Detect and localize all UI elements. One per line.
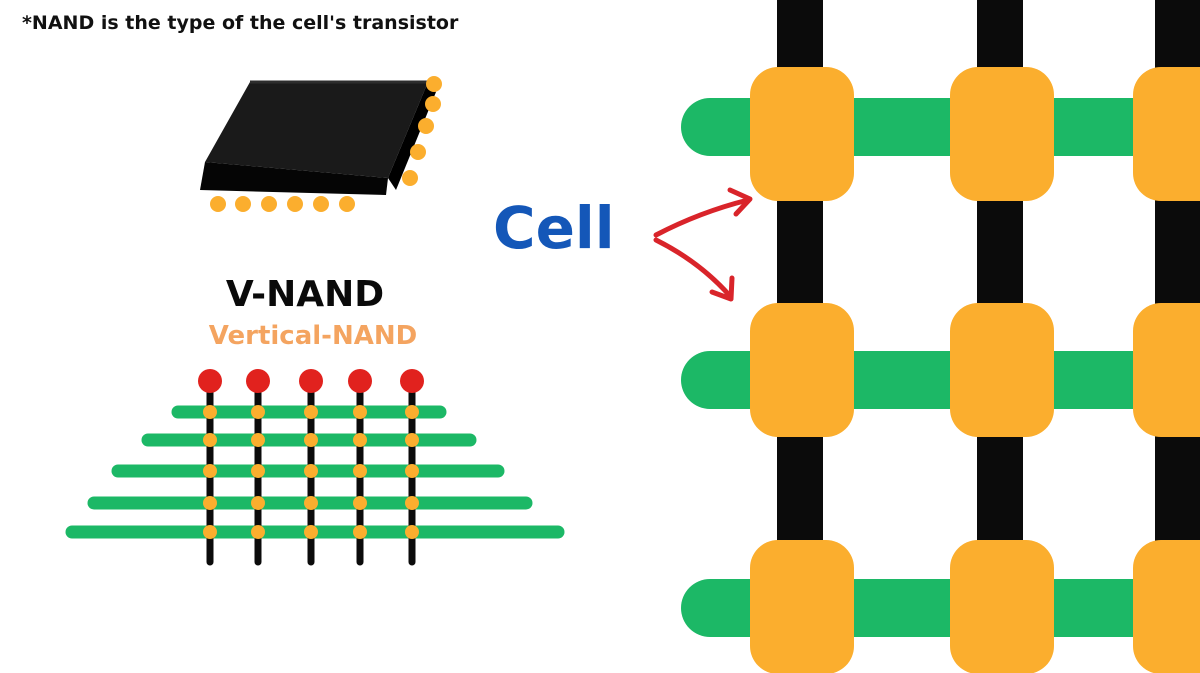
vnand-cell [251, 496, 265, 510]
vnand-contact [348, 369, 372, 393]
chip-pin [425, 96, 441, 112]
chip-pin [339, 196, 355, 212]
vnand-cell [353, 496, 367, 510]
vnand-cell [251, 464, 265, 478]
vnand-cell [203, 525, 217, 539]
vnand-cell [203, 496, 217, 510]
vnand-cell [251, 433, 265, 447]
vnand-cell [304, 433, 318, 447]
vnand-cell [203, 405, 217, 419]
vnand-cell [353, 433, 367, 447]
chip-pins-right [402, 76, 442, 186]
vnand-cell [405, 496, 419, 510]
vnand-cell [405, 525, 419, 539]
vnand-cell [304, 464, 318, 478]
microchip-icon [200, 76, 442, 212]
chip-pin [287, 196, 303, 212]
vnand-contact [246, 369, 270, 393]
vnand-contact [299, 369, 323, 393]
chip-pin [426, 76, 442, 92]
grid-cell [750, 303, 854, 437]
vnand-cell [353, 405, 367, 419]
vnand-cell [405, 464, 419, 478]
vnand-bitline-contacts [198, 369, 424, 393]
vnand-cell [304, 405, 318, 419]
vnand-contact [400, 369, 424, 393]
vnand-cell [304, 496, 318, 510]
curved-arrow-icon [653, 187, 753, 302]
chip-pin [313, 196, 329, 212]
grid-cell [750, 67, 854, 201]
vnand-cell [251, 525, 265, 539]
grid-cells [750, 67, 1200, 673]
grid-cell [1133, 303, 1200, 437]
grid-cell [1133, 540, 1200, 673]
cell-label: Cell [493, 194, 615, 262]
vnand-structure [65, 369, 565, 566]
vnand-cell [203, 464, 217, 478]
vnand-cells [203, 405, 419, 539]
vnand-subtitle: Vertical-NAND [209, 321, 417, 351]
chip-pins-bottom [210, 196, 355, 212]
grid-cell [1133, 67, 1200, 201]
vnand-cell [353, 464, 367, 478]
vnand-title: V-NAND [226, 274, 384, 315]
vnand-cell [251, 405, 265, 419]
chip-pin [235, 196, 251, 212]
chip-pin [402, 170, 418, 186]
vnand-cell [304, 525, 318, 539]
chip-pin [418, 118, 434, 134]
grid-cell [750, 540, 854, 673]
vnand-cell [203, 433, 217, 447]
vnand-cell [405, 405, 419, 419]
chip-pin [210, 196, 226, 212]
chip-pin [410, 144, 426, 160]
cell-grid [681, 0, 1200, 673]
vnand-contact [198, 369, 222, 393]
grid-cell [950, 67, 1054, 201]
grid-cell [950, 540, 1054, 673]
vnand-cell [405, 433, 419, 447]
chip-pin [261, 196, 277, 212]
vnand-cell [353, 525, 367, 539]
grid-cell [950, 303, 1054, 437]
footnote-text: *NAND is the type of the cell's transist… [22, 12, 459, 34]
